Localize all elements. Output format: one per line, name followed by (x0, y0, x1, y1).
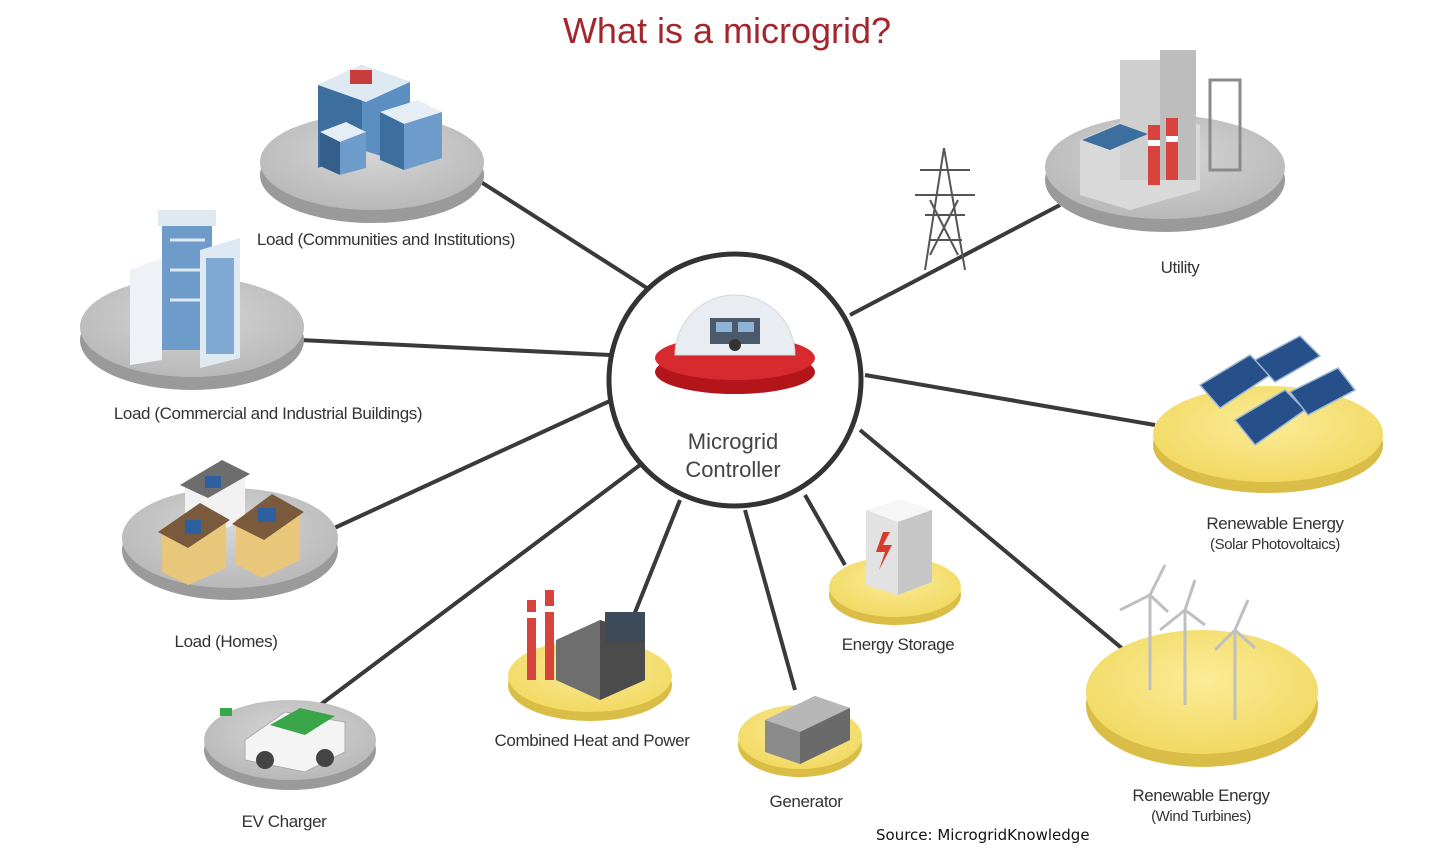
solar-panels-icon (1198, 335, 1357, 447)
connector-commercial (299, 338, 611, 357)
connector-homes (329, 398, 613, 532)
power-plant-icon (527, 590, 645, 700)
homes-node (122, 460, 338, 600)
controller-node (606, 251, 864, 509)
label-wind: Renewable Energy (Wind Turbines) (1132, 785, 1270, 827)
label-communities: Load (Communities and Institutions) (256, 230, 516, 249)
wind-node (1086, 564, 1318, 767)
label-wind-main: Renewable Energy (1132, 786, 1270, 805)
connector-storage (803, 494, 847, 566)
connector-solar (864, 373, 1156, 427)
connector-communities (468, 173, 652, 292)
source-credit: Source: MicrogridKnowledge (876, 826, 1090, 844)
utility-node (1045, 50, 1285, 232)
connector-utility (849, 203, 1061, 317)
commercial-node (80, 210, 304, 390)
connector-generator (743, 509, 797, 691)
label-chp: Combined Heat and Power (494, 731, 690, 750)
controller-label-line2: Controller (685, 457, 781, 482)
controller-label: Microgrid Controller (685, 428, 780, 484)
label-commercial: Load (Commercial and Industrial Building… (113, 404, 423, 423)
generator-node (738, 696, 862, 777)
label-ev-charger: EV Charger (241, 812, 327, 831)
storage-node (829, 500, 961, 625)
connector-chp (628, 499, 682, 626)
control-room-icon (655, 294, 815, 394)
label-energy-storage: Energy Storage (841, 635, 955, 654)
utility-plant-icon (1080, 50, 1242, 210)
solar-node (1153, 335, 1383, 493)
ev-node (204, 700, 376, 790)
electric-car-icon (220, 708, 346, 773)
houses-icon (158, 460, 304, 585)
institution-buildings-icon (318, 65, 442, 175)
connector-wind (858, 428, 1132, 657)
label-wind-sub: (Wind Turbines) (1151, 808, 1251, 825)
diagram-title: What is a microgrid? (562, 10, 892, 51)
label-solar-sub: (Solar Photovoltaics) (1210, 536, 1340, 553)
label-generator: Generator (769, 792, 843, 811)
controller-label-line1: Microgrid (687, 429, 779, 454)
label-utility: Utility (1160, 258, 1200, 277)
label-solar: Renewable Energy (Solar Photovoltaics) (1206, 513, 1344, 555)
communities-node (260, 65, 484, 223)
label-homes: Load (Homes) (174, 632, 278, 651)
battery-icon (866, 500, 932, 595)
connector-lines (299, 173, 1156, 707)
generator-icon (765, 696, 850, 764)
commercial-buildings-icon (130, 210, 240, 368)
chp-node (508, 590, 672, 721)
connector-ev (318, 463, 642, 707)
wind-turbines-icon (1119, 564, 1257, 720)
transmission-tower-icon (915, 147, 975, 271)
label-solar-main: Renewable Energy (1206, 514, 1344, 533)
